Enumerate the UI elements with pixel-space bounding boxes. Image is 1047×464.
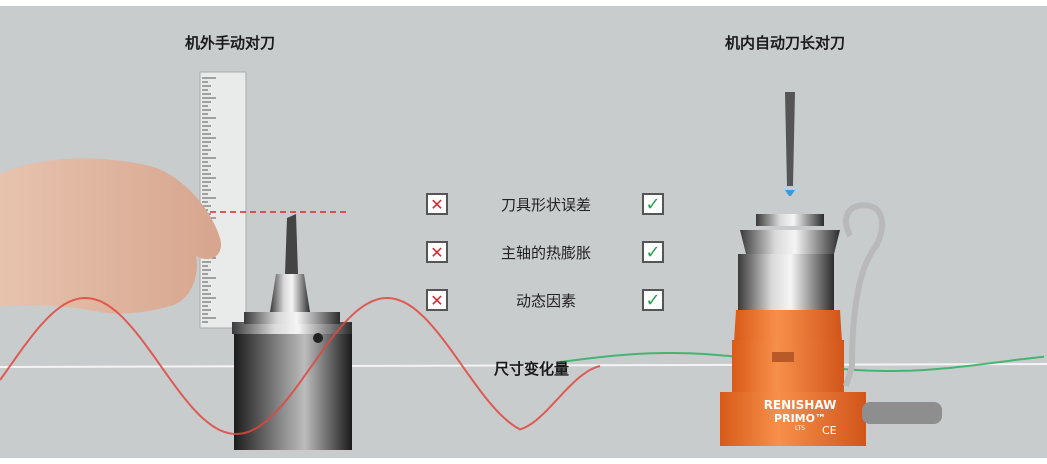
- check-icon: ✓: [642, 289, 664, 311]
- manual-variation-wave: [0, 296, 601, 436]
- brand-name: RENISHAW: [763, 398, 837, 412]
- dimension-variation-label: 尺寸变化量: [494, 360, 570, 378]
- cross-icon: ✕: [426, 289, 448, 311]
- model-name: LTS: [795, 425, 805, 432]
- factor-label: 刀具形状误差: [500, 196, 591, 214]
- cross-icon: ✕: [426, 241, 448, 263]
- baseline: [0, 363, 1047, 368]
- factor-row: ✕ 刀具形状误差 ✓: [426, 193, 668, 219]
- hand: [0, 158, 221, 314]
- auto-setting-title: 机内自动刀长对刀: [725, 34, 846, 52]
- probe-label: RENISHAW PRIMO™ LTS: [740, 398, 860, 432]
- tool-setting-comparison: 机外手动对刀 机内自动刀长对刀 RENISHAW PRIMO™ LTS CE ✕…: [0, 6, 1047, 458]
- renishaw-primo-probe: [720, 92, 942, 446]
- factor-label: 主轴的热膨胀: [500, 244, 591, 262]
- factor-row: ✕ 动态因素 ✓: [426, 289, 668, 315]
- manual-setting-title: 机外手动对刀: [185, 34, 276, 52]
- factor-label: 动态因素: [515, 292, 576, 310]
- check-icon: ✓: [642, 241, 664, 263]
- check-icon: ✓: [642, 193, 664, 215]
- manual-tool-holder: [232, 214, 352, 450]
- ce-mark: CE: [822, 424, 837, 437]
- illustration: [0, 71, 1047, 450]
- ruler: [199, 71, 247, 329]
- factor-row: ✕ 主轴的热膨胀 ✓: [426, 241, 668, 267]
- cross-icon: ✕: [426, 193, 448, 215]
- product-name: PRIMO™: [774, 412, 826, 425]
